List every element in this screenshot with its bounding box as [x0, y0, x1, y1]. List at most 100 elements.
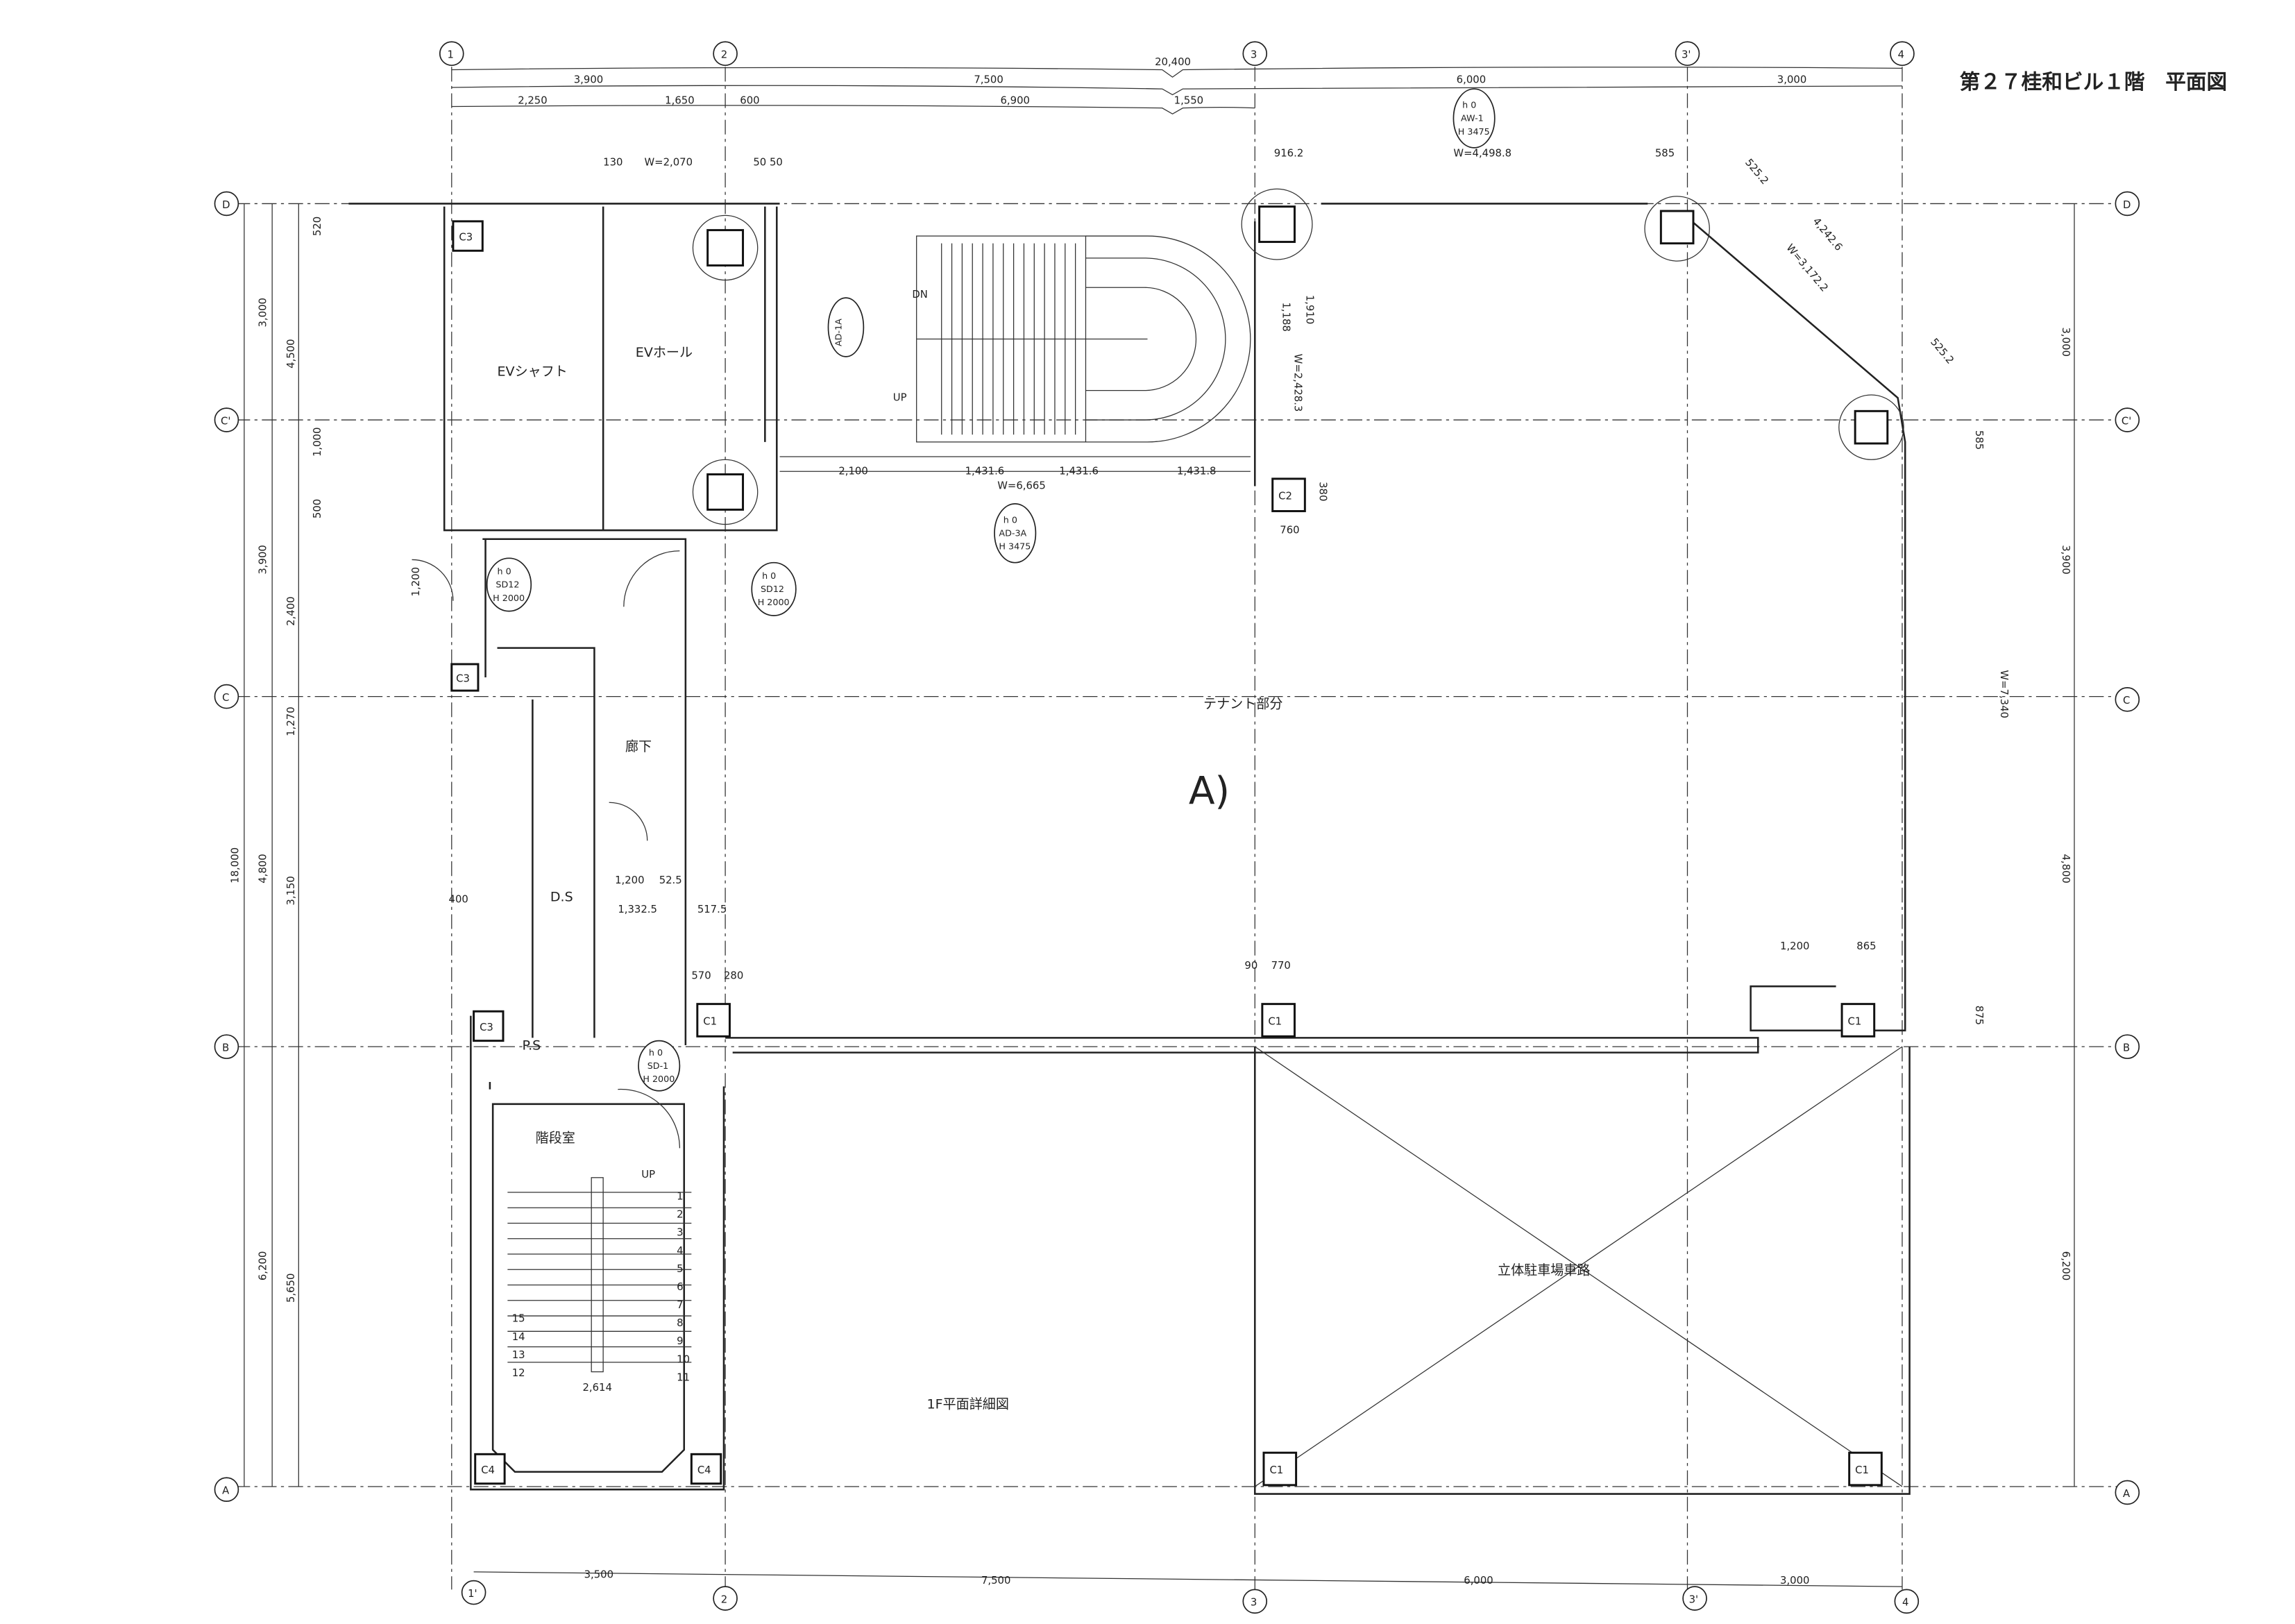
right-dimensions: 3,000 3,900 4,800 6,200 585 875 W=7,340: [1973, 203, 2075, 1487]
svg-text:7,500: 7,500: [981, 1575, 1010, 1587]
tag-sd1: h 0 SD-1 H 2000: [638, 1040, 681, 1092]
svg-text:立体駐車場車路: 立体駐車場車路: [1498, 1263, 1590, 1278]
svg-text:2,614: 2,614: [582, 1382, 611, 1394]
svg-text:h 0: h 0: [1462, 100, 1476, 110]
svg-text:3: 3: [1251, 1597, 1257, 1609]
svg-text:C': C': [221, 415, 230, 427]
svg-text:W=6,665: W=6,665: [997, 480, 1046, 492]
svg-text:W=4,498.8: W=4,498.8: [1453, 148, 1511, 160]
tag-sd12-b: h 0 SD12 H 2000: [751, 561, 797, 616]
svg-text:1,431.6: 1,431.6: [1059, 465, 1099, 477]
svg-text:AD-3A: AD-3A: [999, 528, 1026, 539]
svg-text:テナント部分: テナント部分: [1203, 697, 1282, 712]
svg-text:2: 2: [721, 49, 727, 61]
svg-text:1,200: 1,200: [615, 874, 644, 886]
svg-text:6,000: 6,000: [1457, 74, 1486, 86]
svg-text:D: D: [222, 199, 230, 211]
column-c3: C3: [473, 1010, 505, 1042]
column-c3: C3: [450, 663, 480, 692]
svg-text:3,000: 3,000: [257, 298, 269, 327]
svg-text:H 3475: H 3475: [999, 541, 1031, 552]
svg-text:2,100: 2,100: [838, 465, 867, 477]
svg-text:DN: DN: [912, 289, 928, 301]
svg-text:3,900: 3,900: [257, 545, 269, 574]
tag-aw1: h 0 AW-1 H 3475: [1453, 88, 1496, 149]
svg-text:3,000: 3,000: [1780, 1575, 1809, 1587]
svg-text:1': 1': [468, 1588, 477, 1600]
svg-text:4: 4: [1902, 1597, 1908, 1609]
svg-text:D.S: D.S: [550, 889, 573, 904]
drawing-title: 第２７桂和ビル１階 平面図: [1960, 69, 2228, 94]
svg-text:W=3,172.2: W=3,172.2: [1784, 242, 1830, 294]
svg-text:AD-1A: AD-1A: [833, 319, 844, 346]
svg-text:2,400: 2,400: [285, 596, 297, 625]
svg-text:600: 600: [740, 94, 759, 106]
svg-text:570: 570: [691, 970, 711, 982]
svg-text:h 0: h 0: [649, 1047, 663, 1058]
svg-text:130: 130: [603, 156, 623, 168]
svg-text:AW-1: AW-1: [1461, 113, 1484, 124]
svg-text:C1: C1: [1269, 1464, 1283, 1476]
svg-text:3,900: 3,900: [2060, 545, 2072, 574]
step-number: 9: [677, 1335, 683, 1347]
svg-text:W=2,070: W=2,070: [645, 156, 693, 168]
svg-text:380: 380: [1317, 482, 1329, 501]
svg-text:H 2000: H 2000: [493, 593, 525, 603]
svg-text:6,900: 6,900: [1001, 94, 1030, 106]
svg-text:90: 90: [1244, 960, 1257, 972]
svg-text:P.S: P.S: [523, 1038, 541, 1053]
walls: [348, 203, 1911, 1495]
grid-bubbles-top: 1 2 3 3' 4: [439, 41, 1915, 67]
step-number: 8: [677, 1317, 683, 1329]
svg-text:W=7,340: W=7,340: [1998, 670, 2010, 718]
svg-text:585: 585: [1655, 148, 1675, 160]
svg-text:C: C: [2123, 695, 2130, 707]
step-number: 2: [677, 1209, 683, 1221]
svg-text:EVホール: EVホール: [636, 345, 693, 360]
svg-text:3': 3': [1689, 1593, 1699, 1605]
svg-text:h 0: h 0: [1003, 514, 1017, 525]
room-labels: EVシャフト EVホール 廊下 D.S P.S 階段室 テナント部分 立体駐車場…: [498, 345, 1591, 1412]
svg-text:UP: UP: [893, 391, 907, 403]
tag-ad3a: h 0 AD-3A H 3475: [994, 503, 1037, 564]
column-c1: C1: [1261, 1003, 1296, 1038]
svg-text:UP: UP: [641, 1169, 655, 1181]
svg-text:517.5: 517.5: [697, 904, 727, 915]
step-number: 6: [677, 1281, 683, 1293]
svg-text:1,270: 1,270: [285, 707, 297, 736]
svg-text:1,650: 1,650: [665, 94, 694, 106]
column-c2: C2: [1271, 477, 1306, 512]
svg-text:SD12: SD12: [496, 580, 519, 590]
step-number: 10: [677, 1353, 690, 1365]
svg-text:50 50: 50 50: [753, 156, 782, 168]
column-c1: C1: [1262, 1451, 1298, 1487]
step-number: 7: [677, 1299, 683, 1311]
svg-text:916.2: 916.2: [1274, 148, 1303, 160]
svg-text:3,150: 3,150: [285, 876, 297, 905]
grid-lines: [235, 67, 2119, 1590]
svg-text:C3: C3: [480, 1022, 493, 1033]
svg-text:585: 585: [1973, 430, 1985, 450]
svg-text:865: 865: [1856, 940, 1876, 952]
svg-text:C2: C2: [1278, 491, 1292, 502]
svg-text:1,188: 1,188: [1280, 302, 1292, 331]
bottom-dimensions: 3,500 7,500 6,000 3,000: [473, 1568, 1903, 1587]
svg-text:500: 500: [312, 499, 323, 518]
column-c1: C1: [696, 1003, 731, 1038]
svg-text:1,000: 1,000: [312, 428, 323, 457]
annotation-marker: A): [1189, 768, 1230, 813]
svg-text:1,550: 1,550: [1174, 94, 1203, 106]
door-swings: [412, 550, 681, 1149]
svg-text:C: C: [222, 692, 229, 704]
svg-text:h 0: h 0: [498, 566, 511, 577]
svg-text:C': C': [2122, 415, 2131, 427]
step-number: 11: [677, 1371, 690, 1383]
columns: C3 C3 C3 C2 C1 C1 C1 C1 C1 C4 C4: [450, 188, 1904, 1487]
svg-text:52.5: 52.5: [659, 874, 682, 886]
column-c4: C4: [690, 1453, 722, 1485]
svg-text:C3: C3: [459, 231, 473, 243]
step-number: 4: [677, 1245, 683, 1257]
svg-text:4,800: 4,800: [257, 854, 269, 883]
